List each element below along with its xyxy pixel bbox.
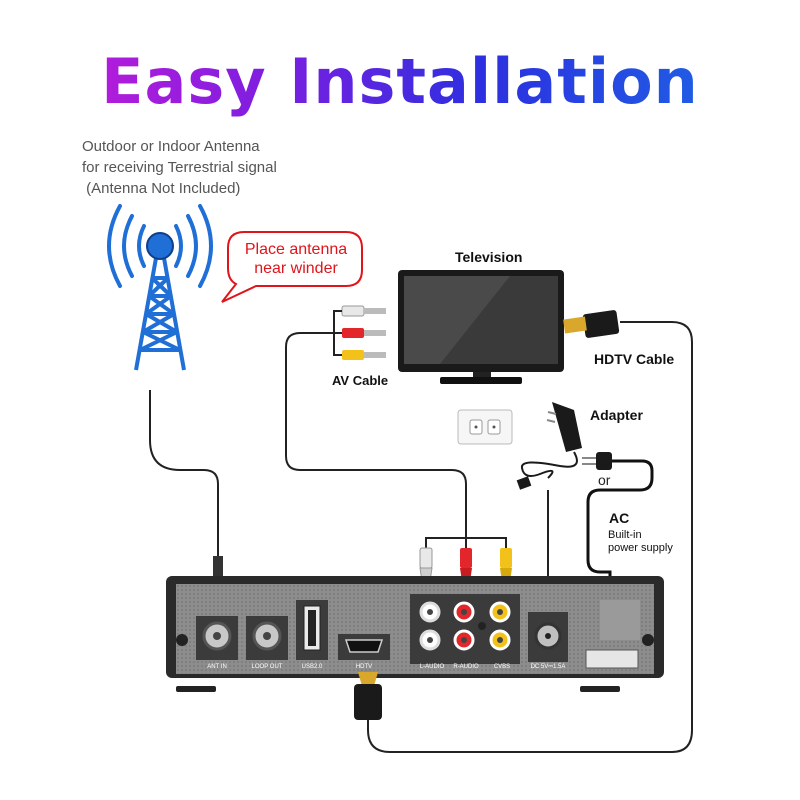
ac-sub-label: Built-in power supply xyxy=(608,529,673,555)
av-cable xyxy=(285,332,467,530)
port-label-ant-in: ANT IN xyxy=(207,664,227,670)
or-label: or xyxy=(598,472,611,488)
caution-label xyxy=(585,600,640,669)
page-title: Easy Installation xyxy=(0,44,800,120)
television-icon xyxy=(398,270,564,384)
adapter-label: Adapter xyxy=(590,407,643,423)
hdmi-plug-tv xyxy=(563,310,620,338)
antenna-tower-icon xyxy=(134,257,186,371)
ac-sub-line: power supply xyxy=(608,542,673,554)
antenna-head-icon xyxy=(146,232,174,260)
port-label-usb: USB2.0 xyxy=(302,664,323,670)
usb-port xyxy=(296,600,328,660)
television-label: Television xyxy=(455,249,523,265)
av-cable-label: AV Cable xyxy=(332,373,389,388)
bubble-line: near winder xyxy=(254,260,338,277)
antenna-plug xyxy=(213,556,223,578)
signal-waves-icon xyxy=(107,204,213,288)
ac-plug-icon xyxy=(582,452,612,470)
av-cable-connectors xyxy=(333,305,386,360)
dc-port xyxy=(528,612,568,662)
port-label-loop-out: LOOP OUT xyxy=(252,664,283,670)
hdtv-cable-label: HDTV Cable xyxy=(594,351,675,367)
loop-out-port xyxy=(246,616,288,660)
rca-ports xyxy=(410,594,520,664)
hdmi-plug-box xyxy=(354,672,382,720)
bubble-text: Place antenna near winder xyxy=(226,240,366,278)
port-label-l-audio: L-AUDIO xyxy=(420,664,445,670)
ac-sub-line: Built-in xyxy=(608,529,642,541)
antenna-note-line: Outdoor or Indoor Antenna xyxy=(82,138,260,155)
ac-label: AC xyxy=(609,510,630,526)
port-label-r-audio: R-AUDIO xyxy=(453,664,479,670)
antenna-note-line: (Antenna Not Included) xyxy=(82,180,241,197)
hdtv-cable xyxy=(367,321,693,753)
port-label-dc: DC 5V⎓1.5A xyxy=(531,664,566,670)
speech-bubble xyxy=(221,231,363,303)
antenna-cable xyxy=(149,390,219,566)
port-label-hdtv: HDTV xyxy=(356,664,372,670)
antenna-note: Outdoor or Indoor Antenna for receiving … xyxy=(82,136,342,199)
hdmi-port xyxy=(338,634,390,660)
adapter-icon xyxy=(516,402,582,490)
ac-cable xyxy=(586,459,654,584)
bubble-line: Place antenna xyxy=(244,241,348,258)
port-label-cvbs: CVBS xyxy=(494,664,510,670)
wall-outlet-icon xyxy=(457,409,513,445)
ant-in-port xyxy=(196,616,238,660)
antenna-note-line: for receiving Terrestrial signal xyxy=(82,159,277,176)
